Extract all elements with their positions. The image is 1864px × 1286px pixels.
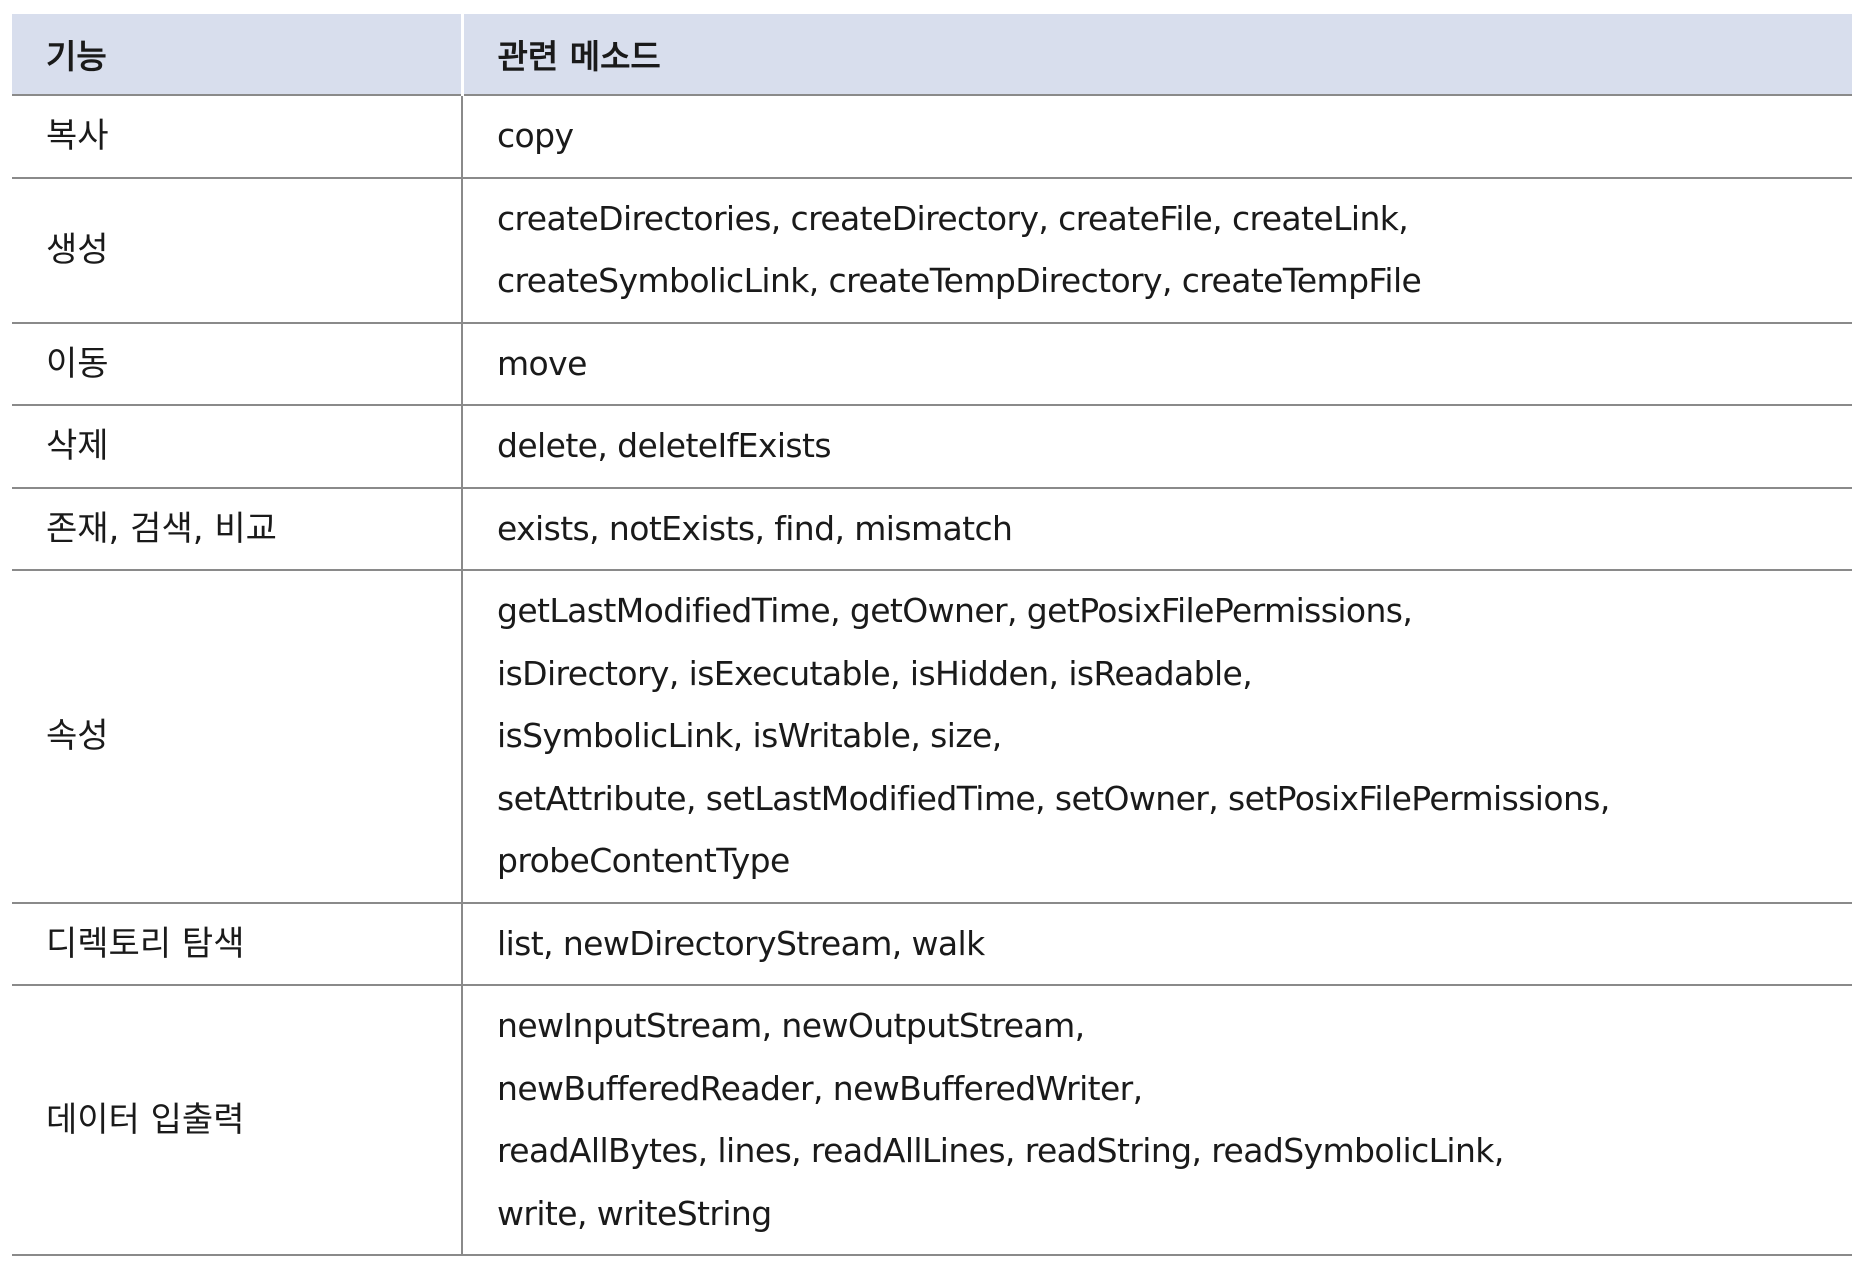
feature-cell: 이동 (12, 322, 463, 406)
header-feature: 기능 (12, 14, 462, 96)
method-line: exists, notExists, find, mismatch (497, 508, 1013, 548)
header-row: 기능 관련 메소드 (12, 14, 1852, 96)
feature-cell: 속성 (12, 570, 463, 904)
table-row: 삭제 delete, deleteIfExists (12, 405, 1852, 489)
methods-cell: getLastModifiedTime, getOwner, getPosixF… (462, 570, 1852, 904)
header-methods: 관련 메소드 (460, 14, 1852, 96)
methods-cell: list, newDirectoryStream, walk (462, 902, 1852, 986)
feature-cell: 데이터 입출력 (12, 985, 463, 1256)
table-row: 이동 move (12, 322, 1852, 406)
feature-cell: 존재, 검색, 비교 (12, 487, 463, 571)
method-line: newInputStream, newOutputStream, (497, 1006, 1085, 1045)
method-line: isSymbolicLink, isWritable, size, (497, 716, 1002, 755)
feature-cell: 디렉토리 탐색 (12, 902, 463, 986)
feature-cell: 복사 (12, 95, 463, 179)
methods-cell: exists, notExists, find, mismatch (462, 487, 1852, 571)
method-line: copy (497, 116, 574, 155)
methods-cell: newInputStream, newOutputStream, newBuffe… (462, 985, 1852, 1256)
methods-cell: delete, deleteIfExists (462, 405, 1852, 489)
method-line: newBufferedReader, newBufferedWriter, (497, 1068, 1143, 1108)
feature-cell: 생성 (12, 177, 463, 324)
method-line: createSymbolicLink, createTempDirectory,… (497, 261, 1422, 300)
method-line: write, writeString (497, 1193, 772, 1233)
table-row: 생성 createDirectories, createDirectory, cr… (12, 177, 1852, 324)
table-row: 속성 getLastModifiedTime, getOwner, getPosi… (12, 570, 1852, 904)
feature-cell: 삭제 (12, 405, 463, 489)
table-row: 존재, 검색, 비교 exists, notExists, find, misma… (12, 487, 1852, 571)
method-line: setAttribute, setLastModifiedTime, setOw… (497, 778, 1610, 818)
method-line: readAllBytes, lines, readAllLines, readS… (497, 1131, 1504, 1170)
method-line: createDirectories, createDirectory, crea… (497, 198, 1409, 238)
method-line: move (497, 343, 587, 383)
table-row: 복사 copy (12, 95, 1852, 179)
methods-cell: createDirectories, createDirectory, crea… (462, 177, 1852, 324)
method-line: list, newDirectoryStream, walk (497, 923, 985, 963)
table-body: 복사 copy 생성 createDirectories, createDirecto… (12, 95, 1852, 1256)
methods-cell: move (462, 322, 1852, 406)
table-row: 디렉토리 탐색 list, newDirectoryStream, walk (12, 902, 1852, 986)
method-line: isDirectory, isExecutable, isHidden, isR… (497, 653, 1253, 693)
method-line: probeContentType (497, 841, 790, 880)
methods-table: 기능 관련 메소드 복사 copy 생성 createDirectories, cre… (12, 14, 1852, 1256)
methods-cell: copy (462, 95, 1852, 179)
method-line: getLastModifiedTime, getOwner, getPosixF… (497, 591, 1413, 630)
method-line: delete, deleteIfExists (497, 426, 832, 465)
